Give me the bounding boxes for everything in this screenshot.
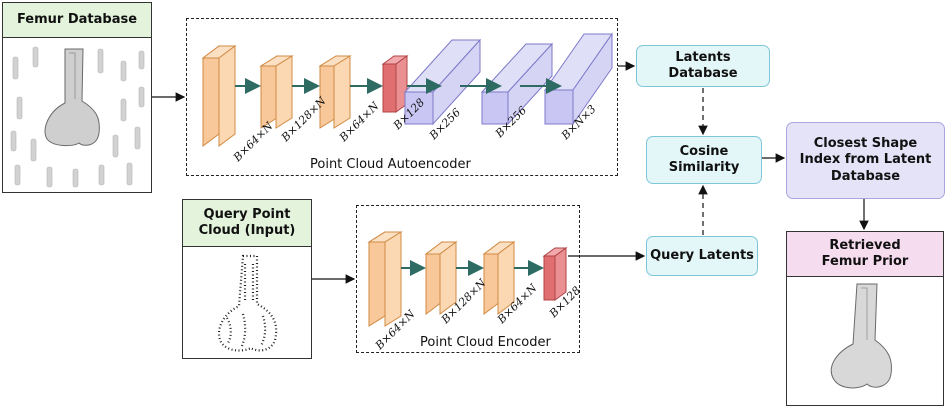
ae-block-7 xyxy=(544,32,613,126)
ae-label-1: B×64×N xyxy=(230,119,276,165)
ae-block-4 xyxy=(381,55,409,113)
ae-block-2 xyxy=(259,55,294,129)
cosine-similarity-node: Cosine Similarity xyxy=(646,136,762,184)
ae-block-5 xyxy=(403,38,482,126)
query-point-cloud-image xyxy=(217,254,278,352)
enc-block-3 xyxy=(482,241,516,315)
retrieved-title: Retrieved Femur Prior xyxy=(786,231,944,277)
ae-block-3 xyxy=(318,55,352,129)
query-latents-node: Query Latents xyxy=(646,236,758,276)
query-input-title: Query Point Cloud (Input) xyxy=(182,199,312,247)
encoder-frame xyxy=(356,205,580,353)
closest-shape-index-node: Closest Shape Index from Latent Database xyxy=(786,122,945,199)
enc-block-2 xyxy=(424,241,458,315)
enc-block-4 xyxy=(542,247,568,301)
latents-database-node: Latents Database xyxy=(636,45,770,87)
autoencoder-caption: Point Cloud Autoencoder xyxy=(310,157,471,172)
femur-database-title: Femur Database xyxy=(2,2,152,38)
autoencoder-frame xyxy=(186,18,618,176)
femur-database-image xyxy=(10,46,145,188)
enc-block-1 xyxy=(367,231,403,327)
encoder-caption: Point Cloud Encoder xyxy=(420,335,551,350)
ae-block-1 xyxy=(201,45,237,147)
retrieved-femur-image xyxy=(830,283,892,389)
